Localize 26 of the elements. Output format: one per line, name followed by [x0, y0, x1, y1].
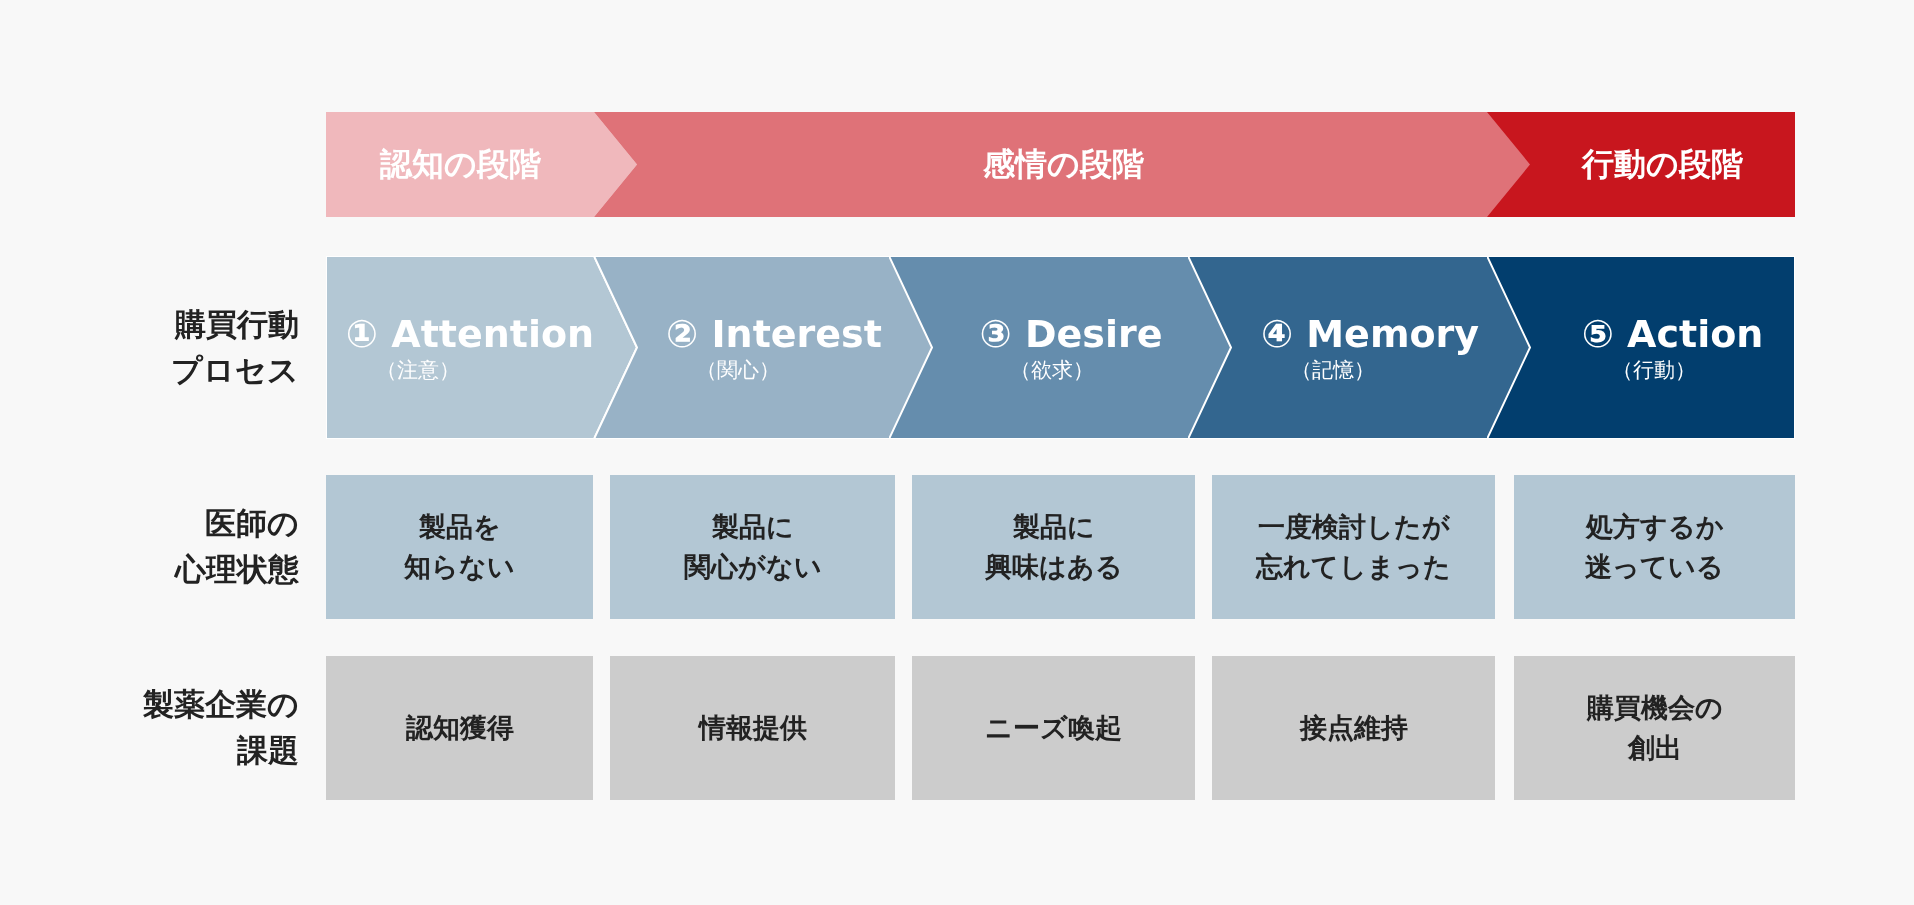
state-box: 製品を知らない	[326, 475, 593, 619]
task-box: ニーズ喚起	[912, 656, 1195, 800]
step-subtitle: （行動）	[1611, 356, 1697, 384]
step-subtitle: （欲求）	[1009, 356, 1095, 384]
state-box: 一度検討したが忘れてしまった	[1212, 475, 1495, 619]
step-title: ③ Desire	[979, 311, 1163, 356]
step-title: ② Interest	[666, 311, 882, 356]
row-label: 医師の心理状態	[175, 504, 299, 589]
row-label: 製薬企業の課題	[143, 685, 299, 770]
state-box: 製品に興味はある	[912, 475, 1195, 619]
step-subtitle: （注意）	[375, 356, 461, 384]
step-subtitle: （記憶）	[1290, 356, 1376, 384]
task-box: 情報提供	[610, 656, 895, 800]
task-box: 購買機会の創出	[1514, 656, 1795, 800]
task-box: 接点維持	[1212, 656, 1495, 800]
stage-label: 行動の段階	[1582, 143, 1743, 185]
state-box: 処方するか迷っている	[1514, 475, 1795, 619]
step-title: ④ Memory	[1260, 311, 1480, 356]
state-box: 製品に関心がない	[610, 475, 895, 619]
row-label: 購買行動プロセス	[171, 305, 299, 390]
stage-label: 感情の段階	[982, 143, 1144, 185]
step-subtitle: （関心）	[696, 356, 782, 384]
stage-label: 認知の段階	[379, 143, 541, 185]
step-title: ① Attention	[345, 311, 595, 356]
task-box: 認知獲得	[326, 656, 593, 800]
step-title: ⑤ Action	[1581, 311, 1764, 356]
